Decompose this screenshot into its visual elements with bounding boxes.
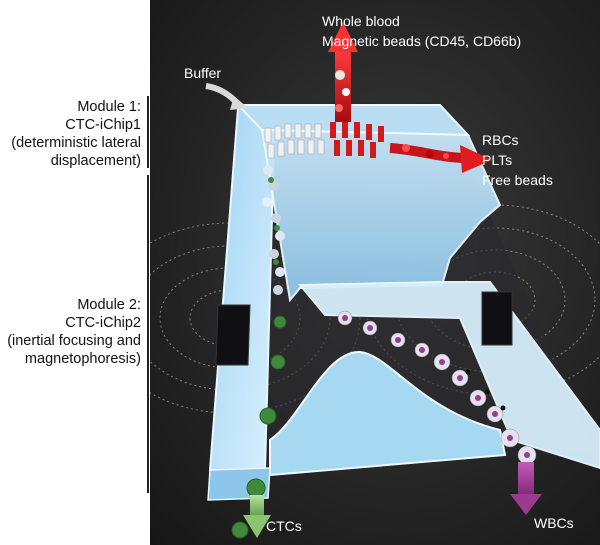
ctc-outlet-arrow [243,495,271,538]
ctcs-label: CTCs [266,518,302,534]
blood-inlet-arrow [328,22,358,122]
plts-label: PLTs [482,152,512,168]
right-channel [297,281,600,470]
focusing-chamber [269,350,507,477]
ctc-cells [231,315,287,539]
whole-blood-label: Whole blood [322,13,400,29]
module1-label: Module 1: CTC-iChip1 (deterministic late… [11,99,141,169]
buffer-label: Buffer [184,65,221,81]
rbcs-label: RBCs [482,132,519,148]
free-beads-label: Free beads [482,172,553,188]
wbcs-label: WBCs [534,515,574,531]
module1-bracket-line [147,96,149,168]
buffer-arrow [205,83,248,110]
chip-illustration: Whole blood Magnetic beads (CD45, CD66b)… [150,0,600,545]
module2-bracket-line [147,175,149,493]
cell-stream [262,165,285,295]
waste-outlet-arrow [389,143,492,173]
wbc-outlet-arrow [510,462,542,515]
pillar-array [264,122,384,159]
right-magnet [481,291,513,346]
module2-label: Module 2: CTC-iChip2 (inertial focusing … [7,297,141,367]
magnetic-beads-label: Magnetic beads (CD45, CD66b) [322,33,521,49]
left-magnet [215,304,251,366]
module-annotations: Module 1: CTC-iChip1 (deterministic late… [0,0,155,545]
